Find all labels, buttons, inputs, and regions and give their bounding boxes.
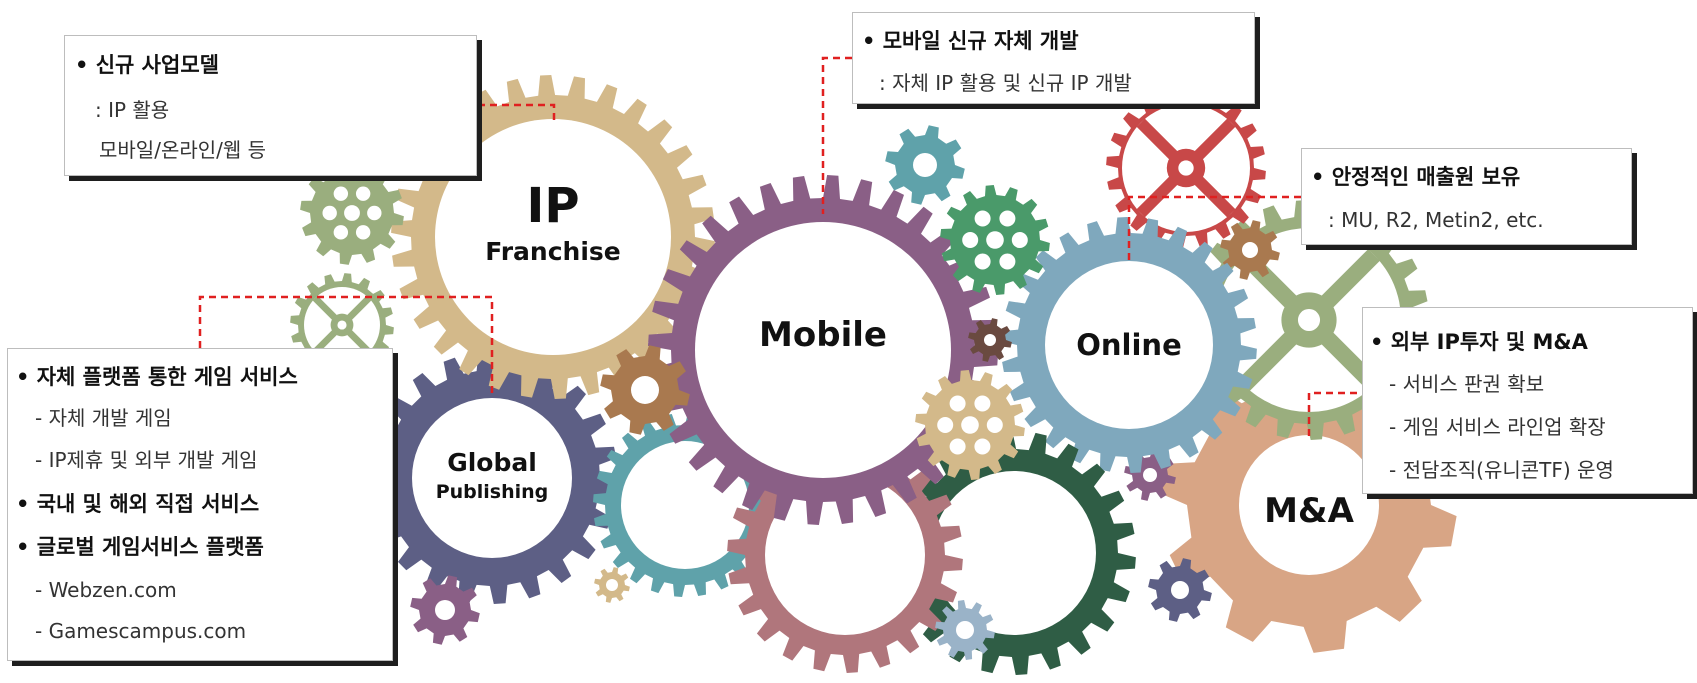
global-callout-detail: - 자체 개발 게임: [35, 406, 172, 430]
ma-callout: • 외부 IP투자 및 M&A - 서비스 판권 확보 - 게임 서비스 라인업…: [1362, 307, 1693, 494]
small-purple-gear-left: [410, 575, 480, 645]
small-teal-gear-top: [885, 125, 965, 205]
sage-holes-gear-left: [300, 161, 404, 265]
global-callout-heading: • 자체 플랫폼 통한 게임 서비스: [16, 365, 298, 389]
mobile-callout-heading: • 모바일 신규 자체 개발: [862, 29, 1079, 53]
small-purple-gear-right-2: [1148, 558, 1212, 622]
mobile-callout-detail: : 자체 IP 활용 및 신규 IP 개발: [879, 71, 1132, 95]
online-gear: [1001, 217, 1257, 473]
small-blue-gear-bottom: [935, 600, 995, 660]
global-callout: • 자체 플랫폼 통한 게임 서비스 - 자체 개발 게임 - IP제휴 및 외…: [7, 348, 393, 661]
small-brown-gear-mid: [600, 345, 690, 435]
global-callout-detail: - Gamescampus.com: [35, 619, 247, 643]
global-callout-detail: - IP제휴 및 외부 개발 게임: [35, 448, 258, 472]
ma-callout-detail: - 게임 서비스 라인업 확장: [1389, 415, 1606, 439]
small-teal-gear-bottom: [594, 567, 630, 603]
global-callout-heading: • 글로벌 게임서비스 플랫폼: [16, 535, 264, 559]
ip-callout-detail: 모바일/온라인/웹 등: [99, 138, 267, 162]
yellow-holes-gear: [915, 370, 1025, 480]
small-brown-gear-center: [968, 318, 1012, 362]
small-purple-gear-right: [1124, 449, 1176, 501]
ip-callout-heading: • 신규 사업모델: [75, 53, 219, 77]
mobile-callout: • 모바일 신규 자체 개발 : 자체 IP 활용 및 신규 IP 개발: [852, 12, 1255, 104]
global-gear: [366, 352, 618, 604]
ma-callout-detail: - 전담조직(유니콘TF) 운영: [1389, 458, 1614, 482]
global-callout-heading: • 국내 및 해외 직접 서비스: [16, 492, 260, 516]
ma-callout-detail: - 서비스 판권 확보: [1389, 372, 1545, 396]
ma-callout-heading: • 외부 IP투자 및 M&A: [1370, 330, 1588, 354]
green-holes-gear: [940, 185, 1050, 295]
online-callout-heading: • 안정적인 매출원 보유: [1311, 165, 1521, 189]
mobile-gear: [648, 175, 998, 525]
online-callout: • 안정적인 매출원 보유 : MU, R2, Metin2, etc.: [1301, 148, 1632, 245]
ip-callout-detail: : IP 활용: [95, 98, 170, 122]
ip-callout: • 신규 사업모델 : IP 활용 모바일/온라인/웹 등: [64, 35, 477, 176]
online-callout-detail: : MU, R2, Metin2, etc.: [1328, 208, 1544, 232]
global-callout-detail: - Webzen.com: [35, 578, 177, 602]
